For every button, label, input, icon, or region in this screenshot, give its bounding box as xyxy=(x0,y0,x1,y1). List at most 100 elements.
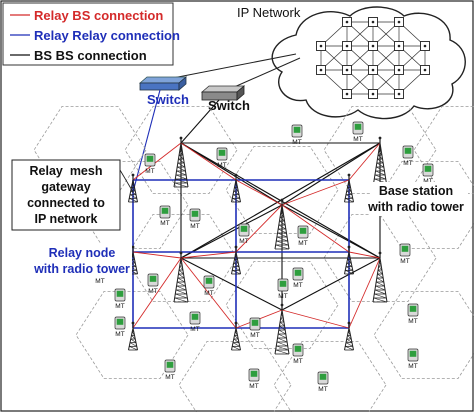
mt-screen xyxy=(149,275,157,282)
tower-antenna-tip xyxy=(347,245,351,249)
mt-device: MT xyxy=(249,317,261,339)
switch-1-label: Switch xyxy=(147,92,189,107)
mt-device: MT xyxy=(292,343,304,365)
mt-label: MT xyxy=(293,282,302,289)
tower-brace xyxy=(232,342,240,347)
mt-screen xyxy=(205,277,213,284)
tower-brace xyxy=(379,261,382,267)
mt-screen xyxy=(251,319,259,326)
tower-leg xyxy=(281,204,290,250)
mt-device: MT xyxy=(402,145,414,167)
tower-brace xyxy=(346,190,353,195)
relay-node-tower xyxy=(231,321,241,351)
tower-brace xyxy=(279,216,285,222)
mt-label: MT xyxy=(400,258,409,265)
tower-brace xyxy=(277,232,288,238)
mt-label: MT xyxy=(95,278,104,285)
router-node-dot xyxy=(319,68,323,72)
tower-antenna-tip xyxy=(347,173,351,177)
relay-node-tower xyxy=(231,173,241,203)
tower-brace xyxy=(232,346,241,351)
tower-brace xyxy=(232,270,241,275)
router-node-dot xyxy=(371,44,375,48)
tower-brace xyxy=(347,255,351,260)
tower-brace xyxy=(377,269,383,275)
relay-bs-link xyxy=(132,251,182,259)
mt-label: MT xyxy=(292,139,301,146)
mt-screen xyxy=(191,313,199,320)
tower-brace xyxy=(275,349,290,355)
tower-brace xyxy=(279,325,286,331)
mt-screen xyxy=(294,269,302,276)
tower-brace xyxy=(376,281,385,287)
tower-antenna-tip xyxy=(378,136,382,140)
bs-gateway-uplink xyxy=(180,99,220,144)
tower-brace xyxy=(234,331,238,336)
tower-brace xyxy=(376,166,385,172)
hex-cell xyxy=(75,291,189,379)
tower-brace xyxy=(234,335,239,340)
tower-brace xyxy=(175,289,187,295)
mt-label: MT xyxy=(250,332,259,339)
base-station-label-line-2: with radio tower xyxy=(368,200,464,214)
hex-cell xyxy=(75,161,189,249)
relay-bs-link xyxy=(132,257,182,329)
tower-brace xyxy=(280,212,285,218)
tower-antenna-tip xyxy=(131,173,135,177)
tower-brace xyxy=(345,266,353,271)
router-node-dot xyxy=(345,20,349,24)
relay-node-tower xyxy=(231,245,241,275)
gateway-label-line-4: IP network xyxy=(34,212,98,226)
tower-brace xyxy=(129,198,138,203)
relay-gateway-uplink xyxy=(132,89,161,193)
hex-cell xyxy=(373,291,474,379)
router-node-dot xyxy=(371,20,375,24)
router-node-dot xyxy=(423,68,427,72)
base-station-label-bg xyxy=(370,182,468,216)
relay-node-label: Relay node with radio tower xyxy=(32,245,132,277)
hex-cell xyxy=(373,161,474,249)
relay-relay-links xyxy=(132,179,350,329)
tower-leg xyxy=(274,204,283,250)
mt-screen xyxy=(299,227,307,234)
mt-label: MT xyxy=(115,303,124,310)
tower-leg xyxy=(379,142,388,188)
router-node-dot xyxy=(397,68,401,72)
router-grid xyxy=(316,17,430,99)
gateway-label: Relay mesh gateway connected to IP netwo… xyxy=(12,163,120,227)
tower-brace xyxy=(234,255,238,260)
relay-node-tower xyxy=(128,321,138,351)
tower-brace xyxy=(131,331,135,336)
mt-screen xyxy=(218,149,226,156)
tower-brace xyxy=(129,346,138,351)
tower-leg xyxy=(372,257,381,303)
router-node-dot xyxy=(345,92,349,96)
switch-1 xyxy=(138,76,188,91)
tower-brace xyxy=(129,342,137,347)
tower-brace xyxy=(374,174,386,180)
tower-brace xyxy=(346,262,353,267)
tower-brace xyxy=(281,313,284,319)
tower-antenna-tip xyxy=(234,173,238,177)
tower-brace xyxy=(177,277,185,283)
tower-antenna-tip xyxy=(378,251,382,255)
base-station-label-line-1: Base station xyxy=(378,184,454,198)
tower-brace xyxy=(178,269,184,275)
tower-brace xyxy=(373,297,388,303)
tower-brace xyxy=(375,285,386,291)
tower-brace xyxy=(276,345,289,351)
tower-brace xyxy=(280,317,285,323)
mt-device: MT xyxy=(164,359,176,381)
router-node-dot xyxy=(371,68,375,72)
ip-network-title: IP Network xyxy=(237,5,301,20)
bs-bs-link xyxy=(281,257,381,311)
legend-label-relay-bs: Relay BS connection xyxy=(34,8,163,23)
relay-bs-link xyxy=(180,251,237,259)
hex-cell xyxy=(178,341,292,412)
tower-antenna-tip xyxy=(131,245,135,249)
tower-brace xyxy=(178,154,184,160)
tower-brace xyxy=(345,342,353,347)
mt-screen xyxy=(240,225,248,232)
hex-cell xyxy=(124,106,238,194)
